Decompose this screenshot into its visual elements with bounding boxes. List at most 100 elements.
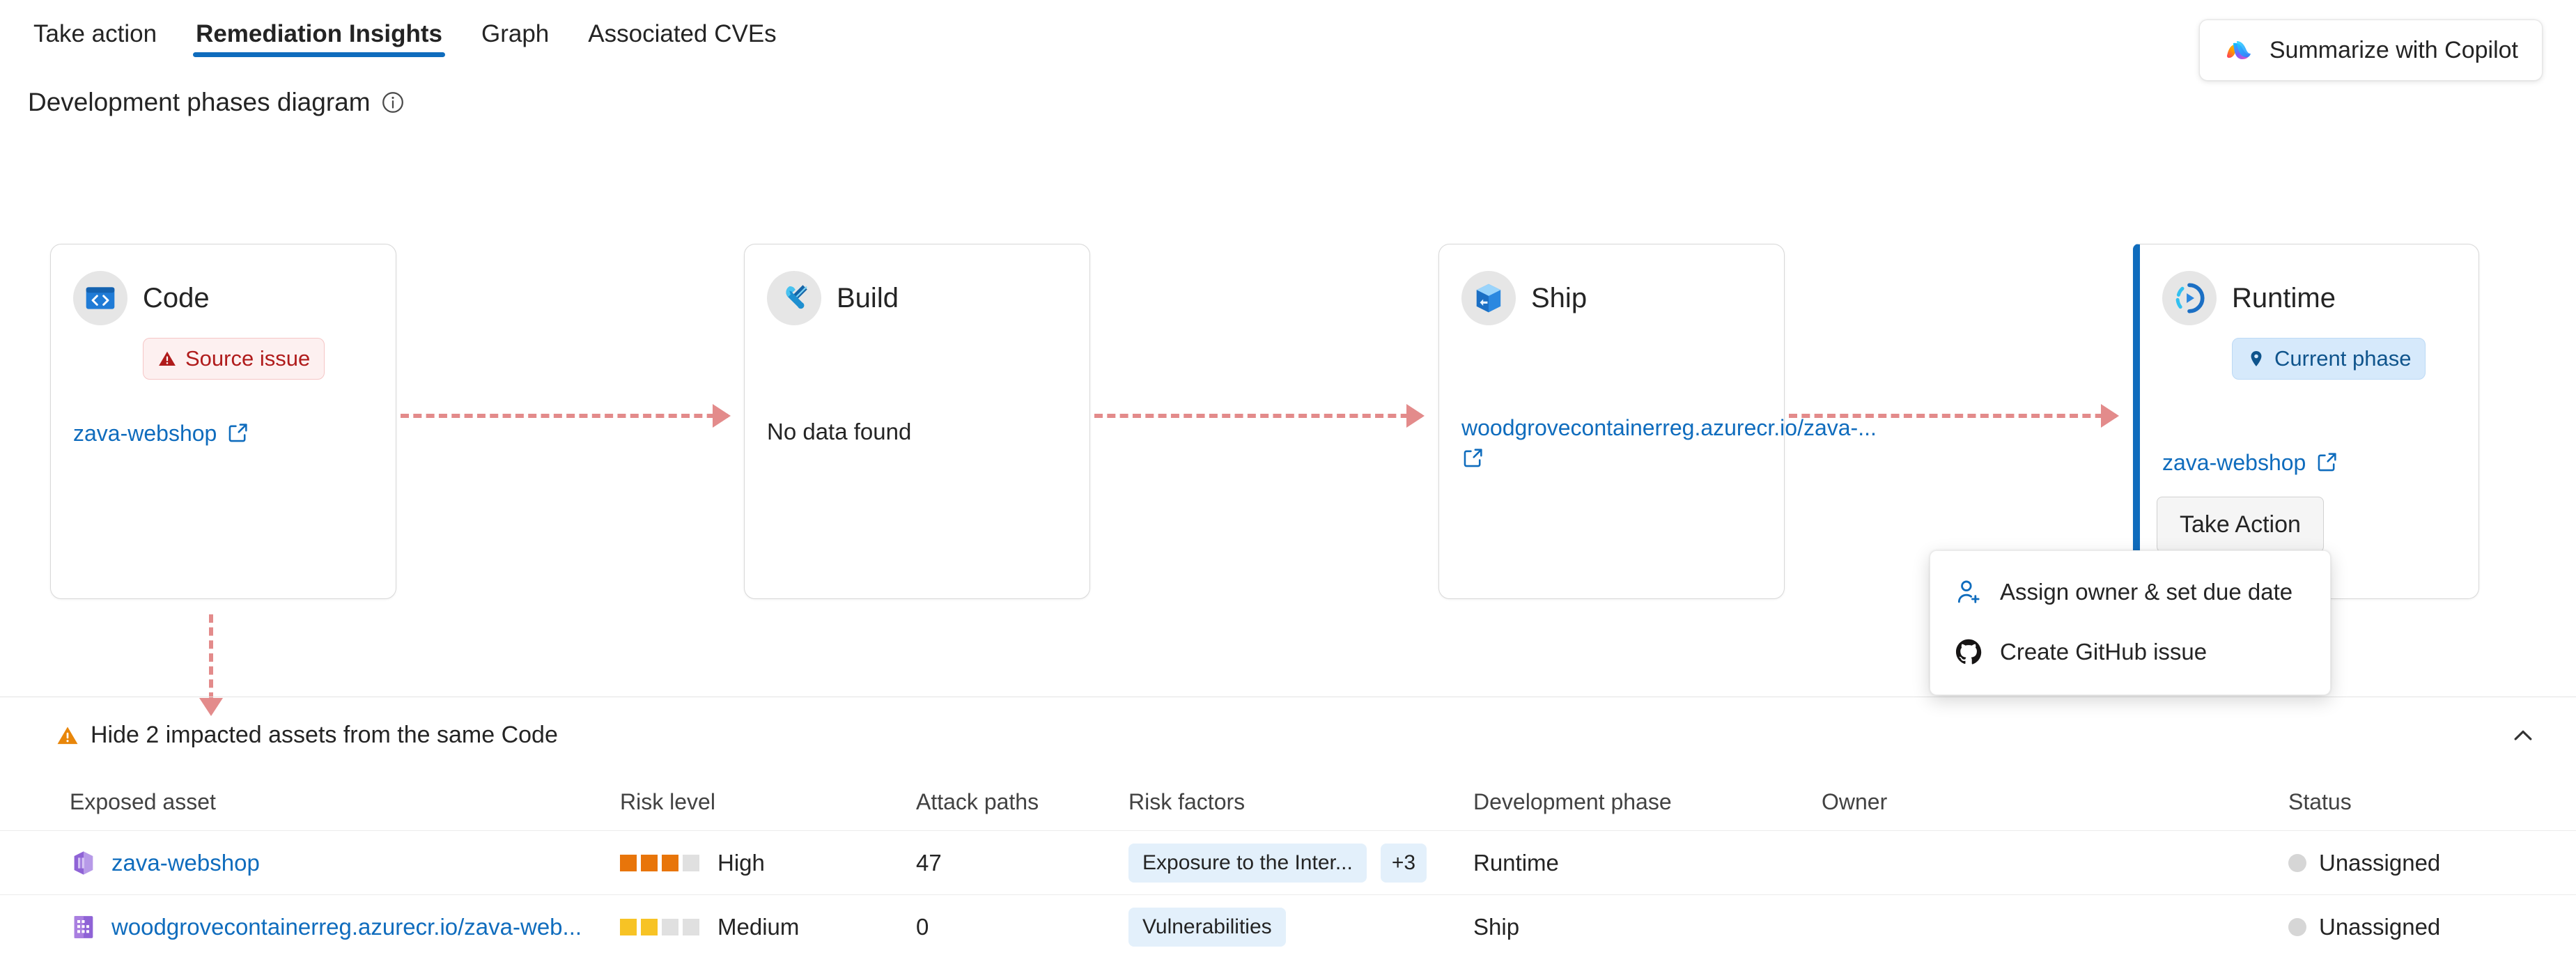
phase-name-code: Code <box>143 282 210 313</box>
status-badge-source-issue: Source issue <box>143 338 325 380</box>
impacted-assets-bar: Hide 2 impacted assets from the same Cod… <box>0 697 2576 773</box>
page-title: Development phases diagram <box>28 88 405 117</box>
phase-header-build: Build <box>767 271 1067 325</box>
phase-link-code-label: zava-webshop <box>73 421 217 446</box>
runtime-dial-icon <box>2162 271 2217 325</box>
build-empty-state: No data found <box>767 419 912 444</box>
take-action-button-label: Take Action <box>2180 511 2301 538</box>
risk-level-label: Medium <box>717 913 800 940</box>
phase-card-build[interactable]: Build No data found <box>744 244 1090 599</box>
phase-link-code[interactable]: zava-webshop <box>73 419 376 449</box>
risk-factor-chip[interactable]: Exposure to the Inter... <box>1128 843 1367 883</box>
risk-factor-more-chip[interactable]: +3 <box>1380 843 1427 883</box>
external-link-icon <box>226 421 250 444</box>
phase-link-runtime-label: zava-webshop <box>2162 450 2306 475</box>
tab-remediation-insights[interactable]: Remediation Insights <box>176 0 462 68</box>
collapse-section-button[interactable] <box>2504 716 2543 755</box>
column-header-exposed-asset[interactable]: Exposed asset <box>70 789 216 814</box>
take-action-menu: Assign owner & set due date Create GitHu… <box>1930 550 2331 695</box>
person-add-icon <box>1954 577 1983 607</box>
phase-header-ship: Ship <box>1461 271 1762 325</box>
cell-attack-paths: 0 <box>916 913 929 940</box>
risk-level-label: High <box>717 849 765 876</box>
status-dot-icon <box>2288 853 2306 872</box>
chevron-up-icon <box>2509 722 2537 749</box>
connector-ship-to-runtime <box>1789 404 2119 428</box>
cell-risk-level: Medium <box>620 914 916 940</box>
cell-risk-level: High <box>620 850 916 876</box>
column-header-attack-paths[interactable]: Attack paths <box>916 789 1039 814</box>
take-action-button[interactable]: Take Action <box>2157 497 2324 552</box>
warning-triangle-icon <box>56 724 79 747</box>
menu-item-create-github-issue[interactable]: Create GitHub issue <box>1930 622 2330 682</box>
cell-exposed-asset: zava-webshop <box>70 849 620 877</box>
connector-code-to-assets <box>199 614 223 716</box>
section-title-text: Development phases diagram <box>28 88 371 116</box>
phase-name-runtime: Runtime <box>2232 282 2336 313</box>
column-header-status[interactable]: Status <box>2288 789 2352 814</box>
summarize-with-copilot-button[interactable]: Summarize with Copilot <box>2198 20 2543 81</box>
phase-name-ship: Ship <box>1531 282 1588 313</box>
status-badge-current-phase: Current phase <box>2232 338 2426 380</box>
connector-build-to-ship <box>1094 404 1425 428</box>
phase-card-code[interactable]: Code Source issue zava-webshop <box>50 244 396 599</box>
phase-card-runtime[interactable]: Runtime Current phase zava-webshop <box>2133 244 2479 599</box>
copilot-button-label: Summarize with Copilot <box>2269 36 2518 63</box>
warning-triangle-icon <box>157 349 177 368</box>
table-row[interactable]: zava-webshop High 47 Exposure to the Int… <box>0 830 2576 894</box>
menu-item-assign-owner-label: Assign owner & set due date <box>2000 579 2293 605</box>
exposed-assets-table: Exposed asset Risk level Attack paths Ri… <box>0 773 2576 958</box>
cell-status: Unassigned <box>2288 914 2567 940</box>
phase-name-build: Build <box>837 282 899 313</box>
phase-card-ship[interactable]: Ship woodgrovecontainerreg.azurecr.io/za… <box>1438 244 1877 599</box>
cube-purple-icon <box>70 849 98 877</box>
phase-link-ship[interactable]: woodgrovecontainerreg.azurecr.io/zava-..… <box>1461 413 1877 474</box>
source-issue-label: Source issue <box>185 346 311 371</box>
risk-level-bars <box>620 918 699 935</box>
cell-exposed-asset: woodgrovecontainerreg.azurecr.io/zava-we… <box>70 913 620 941</box>
code-window-icon <box>73 271 127 325</box>
risk-factor-chip[interactable]: Vulnerabilities <box>1128 907 1286 947</box>
column-header-risk-factors[interactable]: Risk factors <box>1128 789 1246 814</box>
cell-attack-paths: 47 <box>916 849 942 876</box>
external-link-icon <box>1461 446 1485 469</box>
phase-header-code: Code <box>73 271 373 325</box>
cell-development-phase: Runtime <box>1473 849 1559 876</box>
current-phase-label: Current phase <box>2274 346 2412 371</box>
info-icon[interactable] <box>380 90 405 115</box>
hide-impacted-assets-toggle[interactable]: Hide 2 impacted assets from the same Cod… <box>56 722 558 749</box>
menu-item-create-github-issue-label: Create GitHub issue <box>2000 639 2208 665</box>
tab-bar: Take action Remediation Insights Graph A… <box>0 0 2576 68</box>
asset-link[interactable]: woodgrovecontainerreg.azurecr.io/zava-we… <box>111 913 582 940</box>
github-icon <box>1954 637 1983 667</box>
tab-take-action[interactable]: Take action <box>33 20 157 47</box>
tab-associated-cves[interactable]: Associated CVEs <box>588 20 777 47</box>
column-header-owner[interactable]: Owner <box>1822 789 1888 814</box>
table-row[interactable]: woodgrovecontainerreg.azurecr.io/zava-we… <box>0 894 2576 958</box>
cell-status: Unassigned <box>2288 850 2567 876</box>
tab-graph[interactable]: Graph <box>481 20 550 47</box>
phase-header-runtime: Runtime <box>2162 271 2456 325</box>
hide-impacted-assets-label: Hide 2 impacted assets from the same Cod… <box>91 722 558 748</box>
column-header-development-phase[interactable]: Development phase <box>1473 789 1672 814</box>
asset-link[interactable]: zava-webshop <box>111 849 260 876</box>
risk-level-bars <box>620 854 699 871</box>
column-header-risk-level[interactable]: Risk level <box>620 789 715 814</box>
location-pin-icon <box>2247 349 2266 368</box>
status-dot-icon <box>2288 917 2306 936</box>
package-box-icon <box>1461 271 1516 325</box>
phase-link-runtime[interactable]: zava-webshop <box>2162 448 2459 479</box>
status-label: Unassigned <box>2319 849 2441 876</box>
menu-item-assign-owner[interactable]: Assign owner & set due date <box>1930 562 2330 622</box>
container-registry-icon <box>70 913 98 941</box>
connector-code-to-build <box>401 404 731 428</box>
tools-icon <box>767 271 821 325</box>
cell-risk-factors: Vulnerabilities <box>1128 907 1473 947</box>
table-header-row: Exposed asset Risk level Attack paths Ri… <box>0 773 2576 830</box>
copilot-icon <box>2224 35 2254 65</box>
external-link-icon <box>2315 450 2339 474</box>
cell-risk-factors: Exposure to the Inter... +3 <box>1128 843 1473 883</box>
status-label: Unassigned <box>2319 913 2441 940</box>
cell-development-phase: Ship <box>1473 913 1520 940</box>
development-phases-diagram: Code Source issue zava-webshop <box>0 230 2576 716</box>
